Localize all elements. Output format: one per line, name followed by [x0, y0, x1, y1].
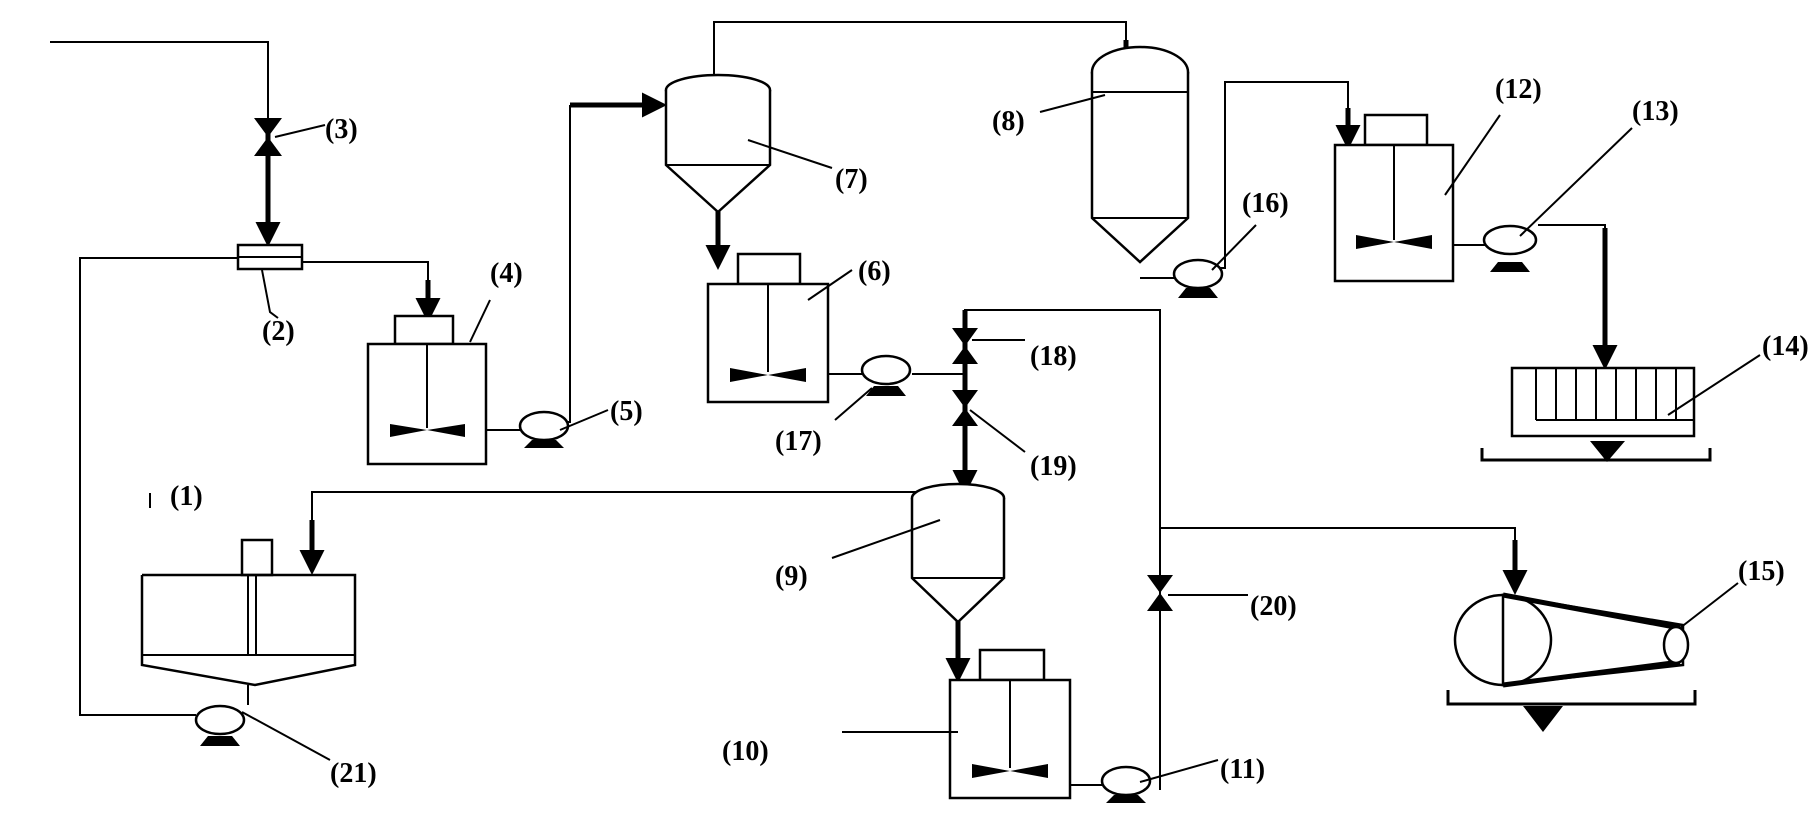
- stirred-tank-10: [842, 648, 1072, 800]
- stirred-tank-6: [706, 252, 853, 404]
- labels: (1) (2) (3) (4) (5) (6) (7) (8) (9) (10)…: [170, 74, 1809, 789]
- stirred-tank-12: [1333, 113, 1501, 283]
- label-16: (16): [1242, 188, 1289, 219]
- label-19: (19): [1030, 451, 1077, 482]
- column-8: [1039, 45, 1190, 264]
- label-13: (13): [1632, 96, 1679, 127]
- valve-18: [952, 328, 1025, 364]
- label-1: (1): [170, 481, 203, 512]
- label-21: (21): [330, 758, 377, 789]
- label-2: (2): [262, 316, 295, 347]
- belt-filter-15: [1446, 582, 1739, 732]
- pump-5: [518, 409, 609, 448]
- pump-21: [194, 704, 331, 761]
- label-17: (17): [775, 426, 822, 457]
- valve-3: [254, 118, 326, 156]
- label-9: (9): [775, 561, 808, 592]
- hopper-9: [831, 482, 1006, 624]
- pump-16: [1172, 224, 1257, 298]
- label-6: (6): [858, 256, 891, 287]
- label-14: (14): [1762, 331, 1809, 362]
- valve-19: [952, 390, 1026, 453]
- label-12: (12): [1495, 74, 1542, 105]
- label-8: (8): [992, 106, 1025, 137]
- label-20: (20): [1250, 591, 1297, 622]
- plate-filter-14: [1480, 354, 1761, 462]
- clarifier-1: [140, 493, 357, 687]
- label-11: (11): [1220, 754, 1265, 785]
- label-10: (10): [722, 736, 769, 767]
- hopper-7: [664, 73, 833, 214]
- pump-13: [1482, 127, 1633, 272]
- valve-20: [1147, 575, 1248, 611]
- stirred-tank-4: [366, 299, 491, 466]
- label-3: (3): [325, 114, 358, 145]
- mixer-2: [236, 243, 304, 319]
- label-5: (5): [610, 396, 643, 427]
- label-4: (4): [490, 258, 523, 289]
- label-15: (15): [1738, 556, 1785, 587]
- label-7: (7): [835, 164, 868, 195]
- label-18: (18): [1030, 341, 1077, 372]
- pump-17: [834, 354, 912, 421]
- pump-11: [1100, 759, 1219, 803]
- pipes: [50, 21, 1618, 790]
